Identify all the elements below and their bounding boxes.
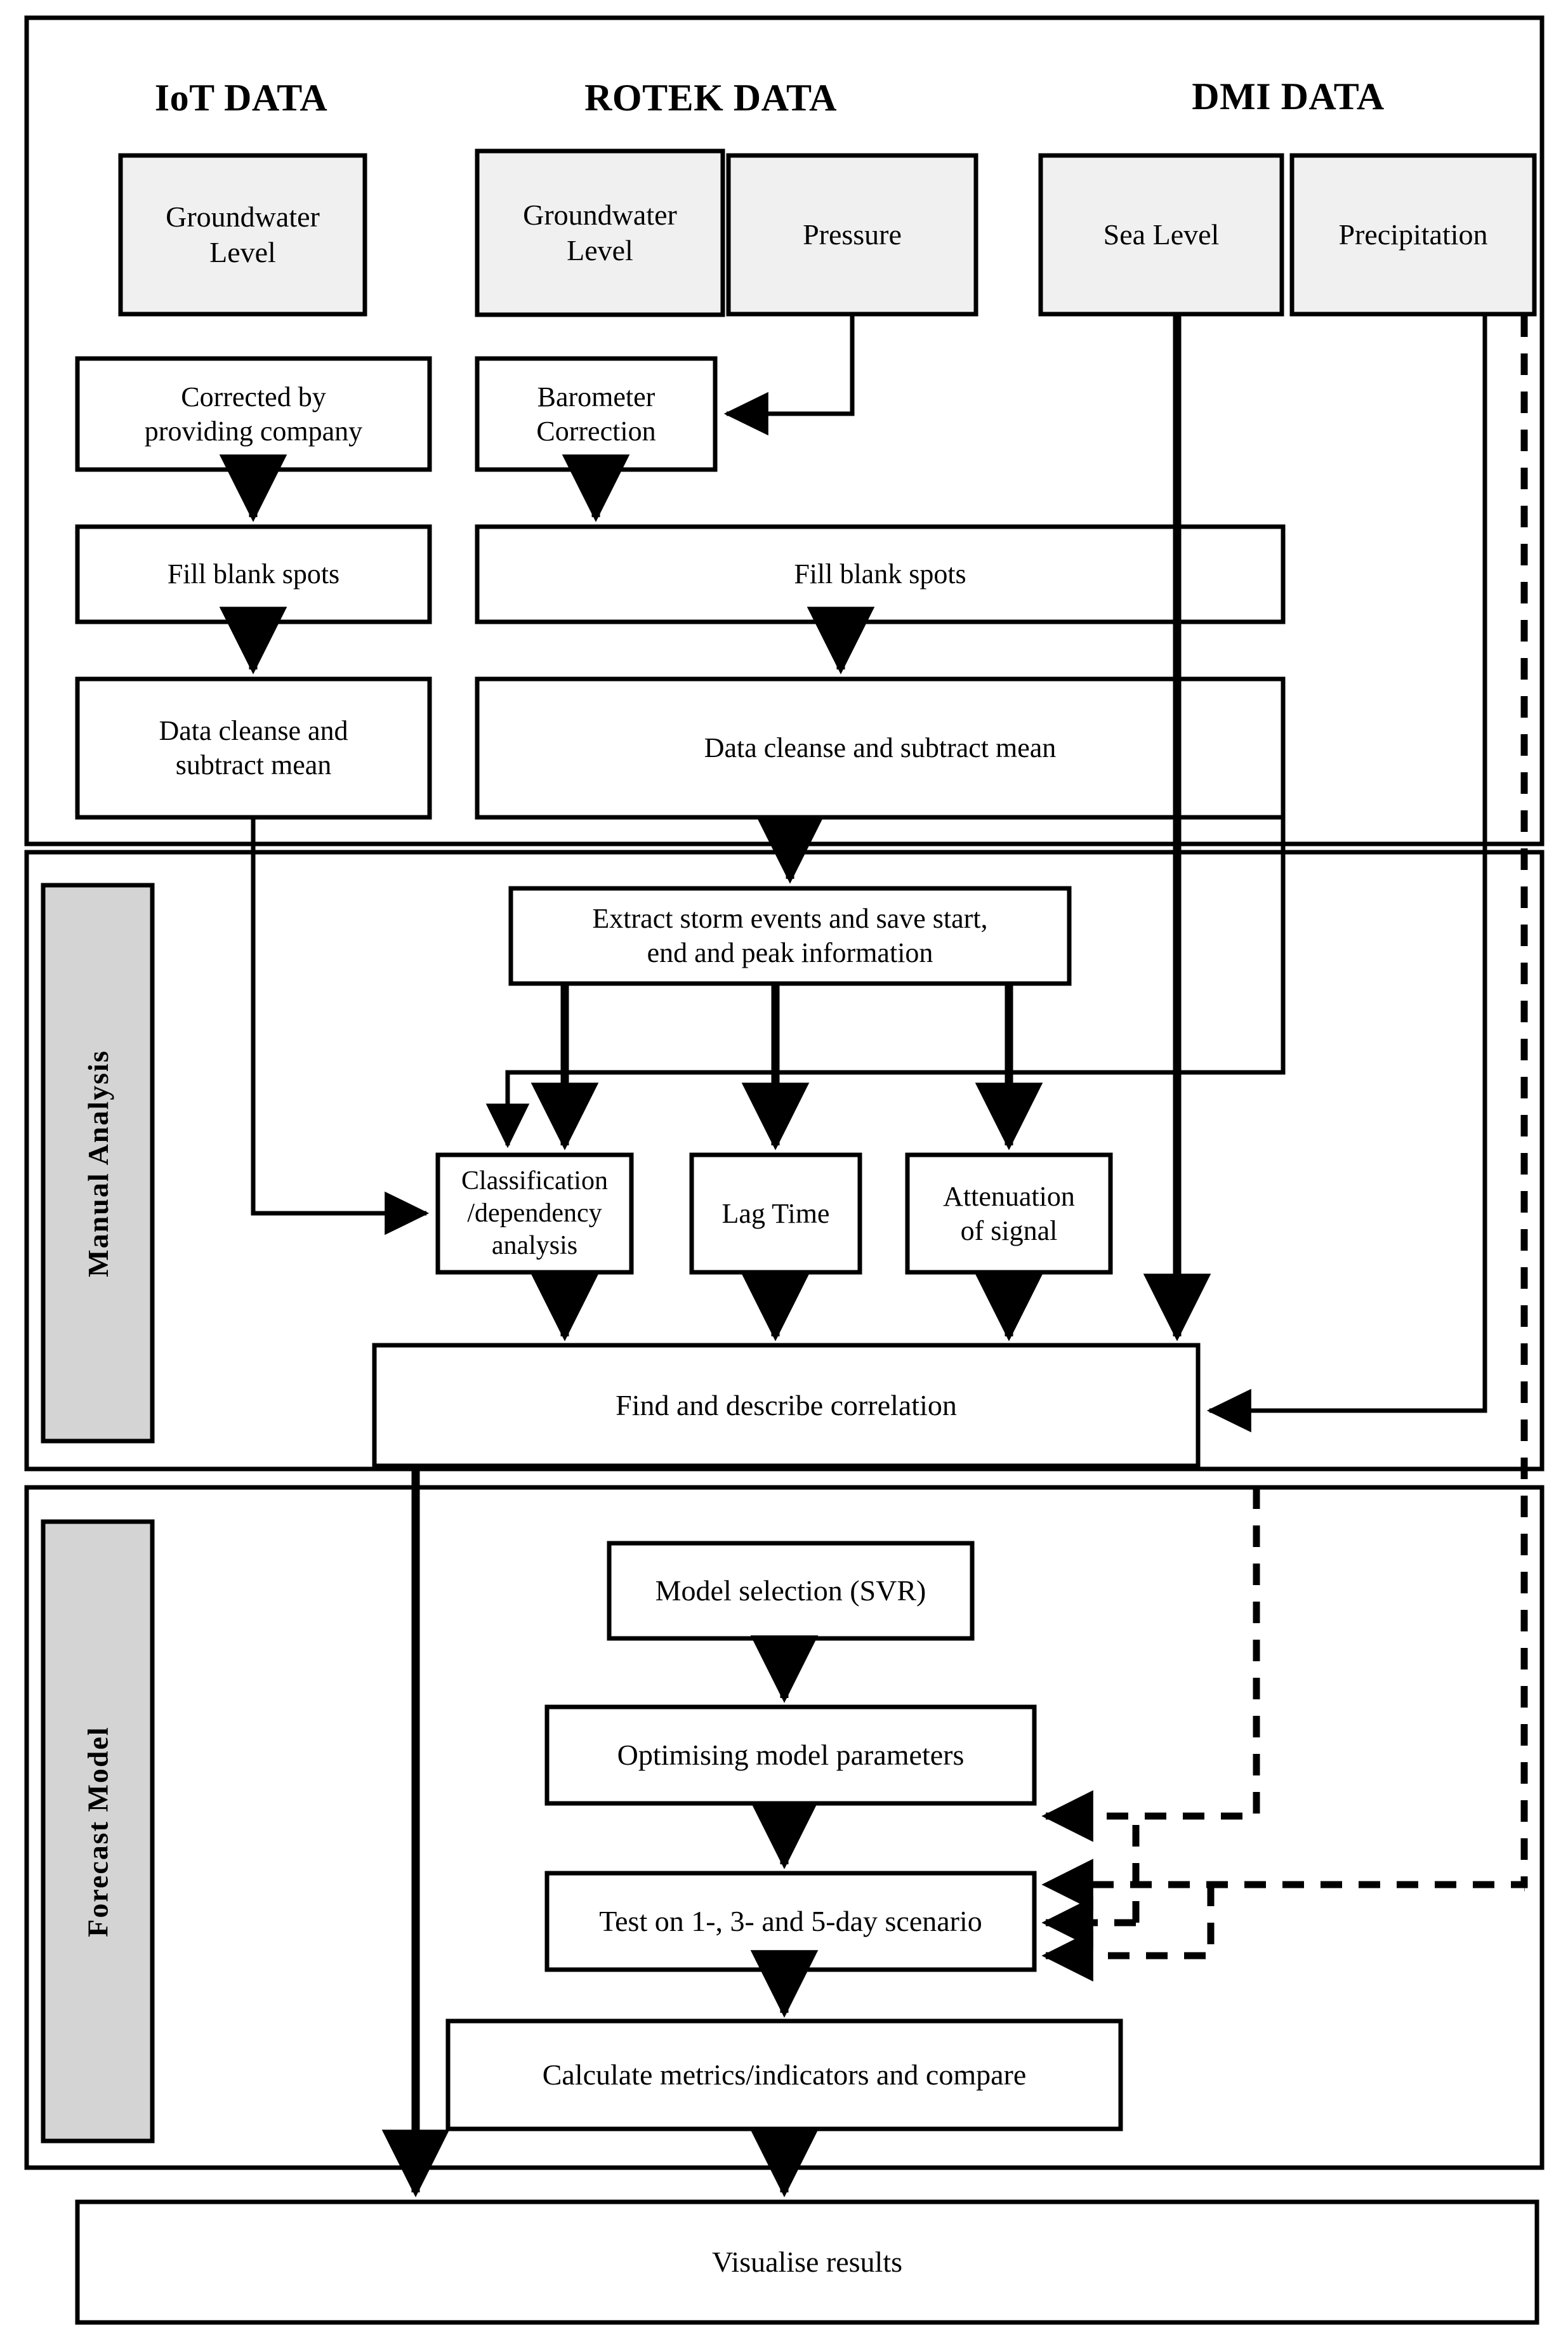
lag-time-box [689, 1152, 862, 1275]
edge-cleanse-rotek-right-to-classification [485, 819, 1286, 1149]
classification-dependency-box [435, 1152, 634, 1275]
extract-storm-events-box [508, 886, 1072, 986]
iot-groundwater-level-box [118, 153, 367, 317]
edge-precipitation-feedback-main [1041, 315, 1528, 1911]
calculate-metrics-box [445, 2018, 1123, 2131]
band-label-shapes [41, 883, 155, 2144]
group-title-rotek: ROTEK DATA [584, 77, 837, 119]
manual-analysis-band-text: Manual Analysis [81, 1049, 114, 1277]
visualise-results-box [75, 2199, 1539, 2325]
source-node-shapes [118, 148, 1537, 317]
attenuation-of-signal-box [905, 1152, 1113, 1275]
forecast-model-label-box [41, 1519, 155, 2144]
rotek-groundwater-level-box [475, 148, 725, 317]
connectors-solid-thick [219, 315, 1211, 2197]
group-title-dmi: DMI DATA [1192, 76, 1385, 117]
edge-feedback-upper-to-optimising [1041, 1487, 1260, 1842]
find-and-describe-correlation-box [372, 1343, 1201, 1468]
edge-sealevel-elbow-to-find [1206, 315, 1487, 1433]
barometer-correction-box [475, 356, 718, 472]
dmi-sea-level-box [1038, 153, 1284, 317]
forecast-model-band-label: Forecast Model [43, 1522, 152, 2141]
process-node-shapes [75, 356, 1539, 2325]
manual-analysis-label-box [41, 883, 155, 1444]
manual-analysis-band-label: Manual Analysis [43, 885, 152, 1441]
forecast-model-band-text: Forecast Model [81, 1725, 114, 1937]
data-cleanse-iot-box [75, 676, 432, 820]
optimising-model-parameters-box [544, 1704, 1037, 1806]
fill-blank-spots-iot-box [75, 524, 432, 624]
dmi-precipitation-box [1289, 153, 1537, 317]
corrected-by-providing-company-box [75, 356, 432, 472]
connectors-solid-thin [251, 315, 1487, 1433]
edge-pressure-to-barometer [723, 315, 855, 436]
edge-cleanse-iot-to-classification [251, 819, 430, 1235]
rotek-pressure-box [726, 153, 978, 317]
data-cleanse-rotek-box [475, 676, 1286, 820]
fill-blank-spots-rotek-box [475, 524, 1286, 624]
model-selection-svr-box [607, 1541, 975, 1641]
group-title-iot: IoT DATA [154, 77, 328, 119]
test-on-scenarios-box [544, 1871, 1037, 1972]
connectors-dashed-routes [1041, 315, 1528, 1982]
